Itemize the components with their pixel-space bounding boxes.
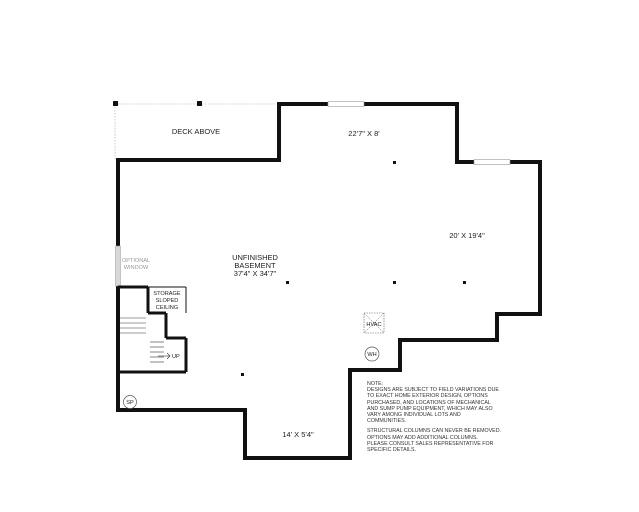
note-line: AND SUMP PUMP EQUIPMENT, WHICH MAY ALSO bbox=[367, 405, 493, 412]
up-arrow-icon bbox=[158, 352, 171, 360]
note-line: SPECIFIC DETAILS. bbox=[367, 447, 417, 454]
room-top-dim: 22'7" X 8' bbox=[348, 129, 380, 138]
basement-dim: 37'4" X 34'7" bbox=[234, 269, 277, 278]
hvac-unit bbox=[363, 312, 385, 334]
note-line: VARY AMONG INDIVIDUAL LOTS AND bbox=[367, 412, 461, 419]
basement-name-2: BASEMENT bbox=[234, 261, 276, 270]
sp-label: SP bbox=[126, 400, 134, 406]
room-right-dim: 20' X 19'4" bbox=[449, 231, 485, 240]
note-line: PLEASE CONSULT SALES REPRESENTATIVE FOR bbox=[367, 440, 494, 447]
stair-treads bbox=[120, 317, 164, 363]
note-line: DESIGNS ARE SUBJECT TO FIELD VARIATIONS … bbox=[367, 387, 499, 394]
deck-post bbox=[197, 101, 202, 106]
storage-label-3: CEILING bbox=[156, 305, 178, 311]
exterior-wall bbox=[116, 102, 542, 460]
water-heater-icon bbox=[364, 346, 380, 362]
deck-label: DECK ABOVE bbox=[172, 127, 220, 136]
wh-label: WH bbox=[367, 352, 376, 358]
optional-window-label-1: OPTIONAL bbox=[122, 258, 150, 264]
note-line: PURCHASED, AND LOCATIONS OF MECHANICAL bbox=[367, 399, 491, 406]
storage-label-2: SLOPED bbox=[156, 298, 179, 304]
room-bottom-dim: 14' X 5'4" bbox=[282, 430, 314, 439]
note-line: COMMUNITIES. bbox=[367, 418, 407, 425]
storage-label-1: STORAGE bbox=[153, 291, 181, 297]
window-right bbox=[473, 159, 511, 165]
plan-notes: NOTE: DESIGNS ARE SUBJECT TO FIELD VARIA… bbox=[367, 381, 517, 453]
basement-name-1: UNFINISHED bbox=[232, 253, 278, 262]
note-line: STRUCTURAL COLUMNS CAN NEVER BE REMOVED. bbox=[367, 428, 502, 435]
structural-columns bbox=[241, 161, 466, 376]
note-line: TO EXACT HOME EXTERIOR DESIGN, OPTIONS bbox=[367, 393, 488, 400]
stair-walls bbox=[118, 285, 188, 374]
deck-post bbox=[113, 101, 118, 106]
up-label: UP bbox=[172, 354, 180, 360]
note-line: NOTE: bbox=[367, 381, 384, 387]
hvac-label: HVAC bbox=[366, 322, 381, 328]
note-line: OPTIONS MAY ADD ADDITIONAL COLUMNS. bbox=[367, 434, 478, 441]
optional-window-label-2: WINDOW bbox=[124, 265, 149, 271]
sump-pump-icon bbox=[123, 395, 137, 409]
window-top bbox=[327, 101, 365, 107]
optional-window bbox=[115, 245, 121, 287]
